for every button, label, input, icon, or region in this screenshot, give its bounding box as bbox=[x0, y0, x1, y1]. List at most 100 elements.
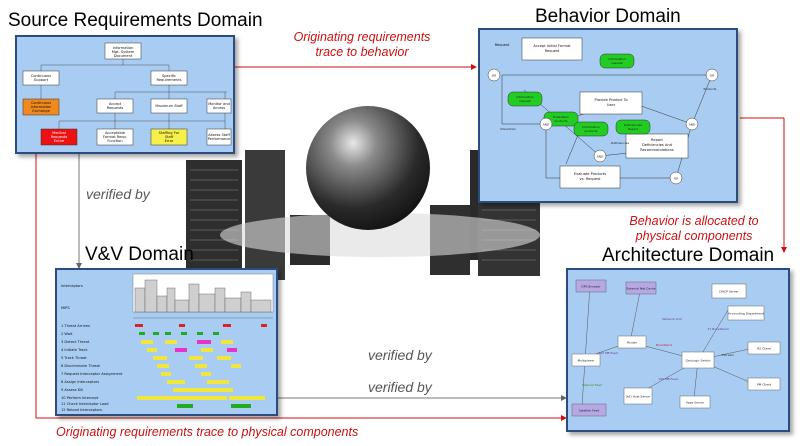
tree-node-text: Exchange bbox=[32, 109, 50, 113]
timeline-row-label: 6 Discriminate Threat bbox=[61, 364, 100, 368]
architecture-panel[interactable]: DPS Browser External Net Cache DHCP Serv… bbox=[566, 268, 790, 432]
note-line: Behavior is allocated to bbox=[629, 214, 759, 228]
arch-node-text: VoD Host Server bbox=[626, 395, 651, 399]
vv-panel[interactable]: Interceptors MIPS 1 Threat Arrives 2 Wai… bbox=[55, 268, 278, 416]
arch-node-text: GenLogic Switch bbox=[686, 359, 711, 363]
tree-node-text: Requests bbox=[51, 135, 68, 139]
node-text: AND bbox=[543, 123, 550, 127]
globe-sphere bbox=[306, 106, 430, 230]
node-text: OR bbox=[674, 177, 678, 181]
tree-node-text: Medical bbox=[52, 131, 66, 135]
function-text: Deficiencies And bbox=[642, 143, 672, 147]
tree-node-text: Requirements bbox=[157, 78, 182, 82]
tree-node-text: Performance bbox=[208, 137, 232, 141]
note-req-to-physical: Originating requirements trace to physic… bbox=[56, 425, 359, 439]
architecture-diagram: DPS Browser External Net Cache DHCP Serv… bbox=[571, 279, 781, 417]
vv-domain-title: V&V Domain bbox=[85, 244, 194, 265]
architecture-domain-title: Architecture Domain bbox=[602, 245, 775, 266]
link-label: Deficiencies bbox=[611, 141, 630, 145]
tree-node-text: Access bbox=[213, 106, 225, 110]
tree-node-text: Staffing For bbox=[159, 131, 180, 135]
function-text: Evaluate Products bbox=[574, 172, 606, 176]
tree-node-text: Requests bbox=[107, 106, 124, 110]
item-text: Deficiencies bbox=[624, 123, 643, 127]
note-line: trace to behavior bbox=[315, 45, 409, 59]
function-text: Provide Product To bbox=[594, 98, 627, 102]
behavior-panel[interactable]: Request Accept Initial Format Request Pr… bbox=[478, 28, 738, 203]
tree-node-text: Error bbox=[165, 139, 174, 143]
tree-node-text: Assess Staff bbox=[208, 133, 230, 137]
item-text: Report bbox=[628, 127, 639, 131]
function-text: Recommendations bbox=[640, 148, 674, 152]
tree-node-text: Function bbox=[107, 139, 122, 143]
arch-link-label: Network Link bbox=[662, 317, 682, 321]
verified-by-label: verified by bbox=[368, 347, 432, 363]
behavior-top-label: Request bbox=[495, 43, 510, 47]
timeline-row-label: 12 Reload Interceptors bbox=[61, 408, 102, 412]
vv-timeline-chart bbox=[132, 273, 274, 408]
node-text: OR bbox=[492, 74, 496, 78]
note-line: Originating requirements bbox=[293, 30, 431, 44]
source-requirements-panel[interactable]: Information Mgt. System Document Continu… bbox=[15, 35, 235, 154]
item-text: request bbox=[611, 61, 623, 65]
arch-node-text: Apps Server bbox=[686, 401, 705, 405]
arch-node-text: DPS Browser bbox=[581, 285, 601, 289]
tree-node-text: Entire bbox=[54, 139, 65, 143]
timeline-row-label: 11 Check Interceptor Load bbox=[61, 402, 109, 406]
function-text: Report bbox=[651, 138, 664, 142]
item-text: Information bbox=[608, 57, 625, 61]
arch-link-label: T1 Broadband bbox=[706, 327, 728, 331]
item-text: Information bbox=[516, 95, 533, 99]
note-line: physical components bbox=[635, 229, 753, 243]
link-label: Products bbox=[704, 87, 717, 91]
function-text: Accept Initial Format bbox=[533, 44, 571, 48]
behavior-domain-title: Behavior Domain bbox=[535, 6, 681, 27]
source-domain-title: Source Requirements Domain bbox=[8, 10, 263, 31]
timeline-row-label: 9 Assess Kill bbox=[61, 388, 84, 392]
timeline-row-label: 4 Initiate Track bbox=[61, 348, 88, 352]
item-text: Evaluation bbox=[553, 115, 569, 119]
item-text: request bbox=[519, 99, 531, 103]
chart-label: Interceptors bbox=[61, 284, 83, 288]
tree-node-text: Continuous bbox=[31, 74, 51, 78]
tree-node-text: Accept bbox=[109, 102, 122, 106]
tree-node-text: Document bbox=[114, 54, 133, 58]
function-text: vs. Request bbox=[580, 177, 601, 181]
behavior-diagram: Request Accept Initial Format Request Pr… bbox=[487, 37, 719, 189]
tree-node-text: Specific bbox=[162, 74, 176, 78]
note-behavior-to-physical: Behavior is allocated to physical compon… bbox=[614, 214, 774, 244]
function-text: User bbox=[607, 103, 616, 107]
timeline-row-label: 3 Detect Threat bbox=[61, 340, 90, 344]
tree-node-text: Information bbox=[31, 105, 52, 109]
item-text: products bbox=[584, 129, 598, 133]
arch-link-label: 100 MB Feed bbox=[658, 377, 678, 381]
arch-node-text: Accounting Department bbox=[728, 312, 765, 316]
timeline-row-label: 8 Assign Interceptors bbox=[61, 380, 100, 384]
requirements-tree: Information Mgt. System Document Continu… bbox=[22, 42, 232, 146]
timeline-row-label: 1 Threat Arrives bbox=[61, 324, 90, 328]
verified-by-label: verified by bbox=[86, 186, 150, 202]
arch-link-label: Internal Feed bbox=[582, 383, 602, 387]
function-text: Request bbox=[545, 49, 560, 53]
arch-link-label: Broadband bbox=[656, 343, 672, 347]
tree-node-text: Mgt. System bbox=[112, 50, 135, 54]
arch-node-text: PM Client bbox=[757, 383, 772, 387]
arch-node-text: DHCP Server bbox=[719, 290, 739, 294]
tree-node-text: Maximum Staff bbox=[155, 104, 183, 108]
node-text: AND bbox=[689, 123, 696, 127]
tree-node-text: Monitor and bbox=[208, 102, 230, 106]
arch-node-text: Satellite Feed bbox=[579, 409, 599, 413]
timeline-row-label: 5 Track Threat bbox=[61, 356, 87, 360]
node-text: OR bbox=[710, 74, 714, 78]
arch-link-label: PStream bbox=[722, 353, 735, 357]
timeline-row-label: 7 Request Interceptor Assignment bbox=[61, 372, 123, 376]
timeline-row-label: 10 Perform Intercept bbox=[61, 396, 99, 400]
link-label: Interaction bbox=[500, 127, 516, 131]
tree-node-text: Support bbox=[34, 78, 49, 82]
arch-node-text: External Net Cache bbox=[627, 287, 656, 291]
arch-node-text: RS Client bbox=[757, 347, 771, 351]
tree-node-text: Format Requ. bbox=[103, 135, 127, 139]
tree-node-text: Information bbox=[113, 46, 134, 50]
tree-node-text: Acceptable bbox=[105, 131, 126, 135]
arch-link-label: 100 MB Feed bbox=[598, 351, 618, 355]
